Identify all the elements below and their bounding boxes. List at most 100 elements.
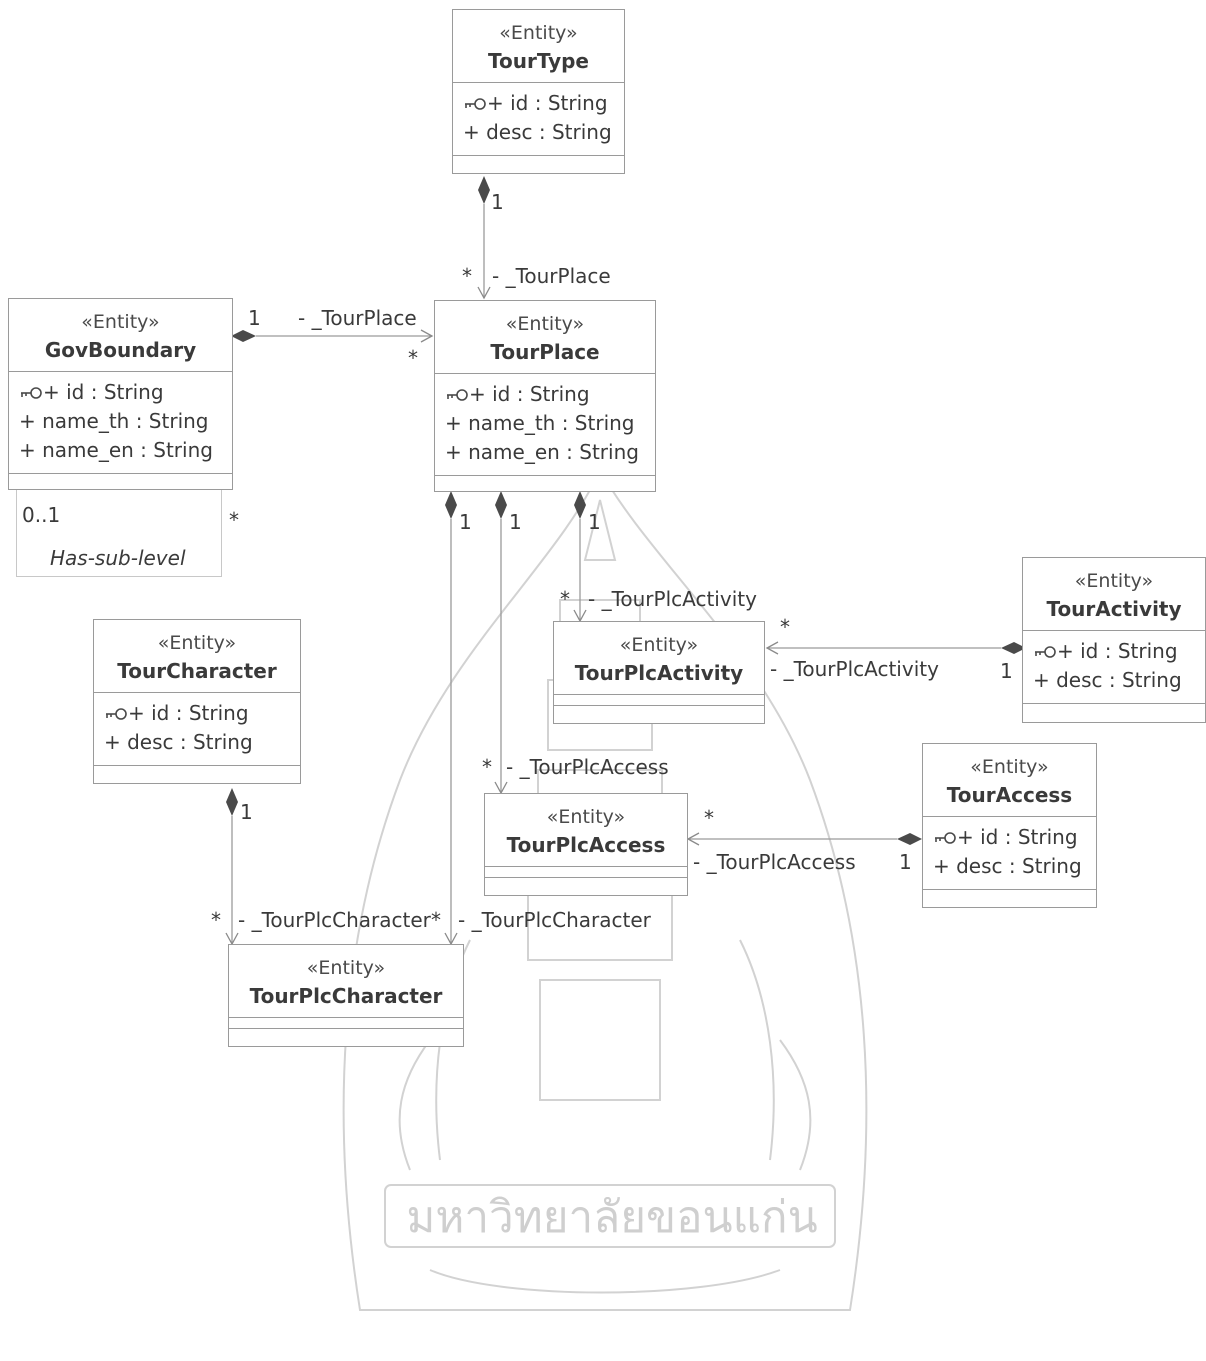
multiplicity-one: 1	[240, 800, 253, 824]
role-label: - _TourPlcActivity	[770, 657, 939, 681]
multiplicity-many: *	[462, 264, 472, 288]
primary-key-icon	[447, 389, 468, 401]
entity-name: TourPlace	[490, 340, 600, 364]
stereotype-label: «Entity»	[505, 313, 585, 335]
attribute-text: + desc : String	[933, 854, 1082, 878]
primary-key-icon	[106, 708, 127, 720]
attribute-list	[554, 695, 764, 706]
attribute-row: + desc : String	[1033, 666, 1197, 695]
entity-name: TourCharacter	[117, 659, 277, 683]
attribute-row: + id : String	[19, 378, 224, 407]
operations-compartment	[453, 156, 624, 164]
operations-compartment	[1023, 704, 1205, 712]
diamond-access-plcaccess	[897, 833, 922, 845]
role-label: - _TourPlcAccess	[506, 755, 669, 779]
multiplicity-one: 1	[459, 510, 472, 534]
multiplicity-many: *	[482, 755, 492, 779]
attribute-text: + id : String	[957, 825, 1078, 849]
entity-gov-boundary[interactable]: «Entity» GovBoundary + id : String + nam…	[8, 298, 233, 490]
multiplicity-one: 1	[899, 850, 912, 874]
attribute-text: + desc : String	[463, 120, 612, 144]
stereotype-label: «Entity»	[157, 632, 237, 654]
role-label: - _TourPlcActivity	[588, 587, 757, 611]
attribute-text: + desc : String	[1033, 668, 1182, 692]
multiplicity-many: *	[408, 346, 418, 370]
attribute-list	[229, 1018, 463, 1029]
attribute-text: + name_en : String	[19, 438, 213, 462]
operations-compartment	[923, 890, 1096, 898]
attribute-list: + id : String + name_th : String + name_…	[435, 374, 655, 476]
attribute-row: + desc : String	[463, 118, 616, 147]
entity-tour-place[interactable]: «Entity» TourPlace + id : String + name_…	[434, 300, 656, 492]
attribute-list	[485, 867, 687, 878]
operations-compartment	[435, 476, 655, 484]
entity-tour-plc-character[interactable]: «Entity» TourPlcCharacter	[228, 944, 464, 1047]
multiplicity-many: *	[780, 615, 790, 639]
operations-compartment	[94, 766, 300, 774]
attribute-text: + id : String	[43, 380, 164, 404]
watermark-text: มหาวิทยาลัยขอนแก่น	[406, 1192, 817, 1243]
attribute-list: + id : String + desc : String	[453, 83, 624, 156]
attribute-list: + id : String + name_th : String + name_…	[9, 372, 232, 474]
operations-compartment	[554, 706, 764, 714]
attribute-text: + name_en : String	[445, 440, 639, 464]
diamond-activity-plcactivity	[1001, 642, 1026, 654]
diamond-gov-place	[231, 330, 256, 342]
diamond-character-plcchar	[226, 788, 238, 816]
primary-key-icon	[935, 832, 956, 844]
primary-key-icon	[21, 387, 42, 399]
diamond-place-plcactivity	[574, 491, 586, 519]
operations-compartment	[229, 1029, 463, 1037]
role-label: - _TourPlcCharacter	[238, 908, 431, 932]
attribute-row: + id : String	[1033, 637, 1197, 666]
self-multiplicity-upper: *	[229, 508, 239, 532]
stereotype-label: «Entity»	[81, 311, 160, 333]
multiplicity-one: 1	[588, 510, 601, 534]
attribute-text: + name_th : String	[445, 411, 635, 435]
stereotype-label: «Entity»	[619, 634, 699, 656]
primary-key-icon	[465, 98, 486, 110]
attribute-row: + id : String	[445, 380, 647, 409]
multiplicity-many: *	[431, 908, 441, 932]
attribute-row: + desc : String	[104, 728, 292, 757]
entity-tour-activity[interactable]: «Entity» TourActivity + id : String + de…	[1022, 557, 1206, 723]
entity-tour-character[interactable]: «Entity» TourCharacter + id : String + d…	[93, 619, 301, 784]
operations-compartment	[485, 878, 687, 886]
entity-name: GovBoundary	[44, 338, 197, 362]
entity-tour-type[interactable]: «Entity» TourType + id : String + desc :…	[452, 9, 625, 174]
entity-tour-plc-activity[interactable]: «Entity» TourPlcActivity	[553, 621, 765, 724]
role-label: - _TourPlace	[492, 264, 611, 288]
attribute-text: + id : String	[487, 91, 608, 115]
stereotype-label: «Entity»	[499, 22, 578, 44]
diamond-type-place	[478, 176, 490, 204]
multiplicity-one: 1	[509, 510, 522, 534]
multiplicity-one: 1	[248, 306, 261, 330]
stereotype-label: «Entity»	[546, 806, 626, 828]
entity-tour-access[interactable]: «Entity» TourAccess + id : String + desc…	[922, 743, 1097, 908]
operations-compartment	[9, 474, 232, 482]
multiplicity-many: *	[211, 908, 221, 932]
attribute-text: + desc : String	[104, 730, 253, 754]
entity-name: TourPlcCharacter	[249, 984, 443, 1008]
role-label: - _TourPlace	[298, 306, 417, 330]
self-association-frame	[16, 488, 222, 577]
attribute-text: + id : String	[1057, 639, 1178, 663]
attribute-row: + name_en : String	[19, 436, 224, 465]
attribute-row: + name_th : String	[19, 407, 224, 436]
associations	[225, 204, 1001, 946]
primary-key-icon	[1035, 646, 1056, 658]
attribute-row: + name_th : String	[445, 409, 647, 438]
self-association-name: Has-sub-level	[50, 546, 186, 570]
stereotype-label: «Entity»	[970, 756, 1049, 778]
multiplicity-one: 1	[491, 190, 504, 214]
entity-name: TourActivity	[1046, 597, 1182, 621]
entity-name: TourPlcActivity	[574, 661, 744, 685]
entity-name: TourType	[487, 49, 589, 73]
composition-diamonds	[226, 176, 1026, 845]
entity-tour-plc-access[interactable]: «Entity» TourPlcAccess	[484, 793, 688, 896]
entity-name: TourPlcAccess	[506, 833, 666, 857]
attribute-list: + id : String + desc : String	[1023, 631, 1205, 704]
multiplicity-many: *	[560, 587, 570, 611]
entity-name: TourAccess	[946, 783, 1073, 807]
attribute-text: + id : String	[128, 701, 249, 725]
